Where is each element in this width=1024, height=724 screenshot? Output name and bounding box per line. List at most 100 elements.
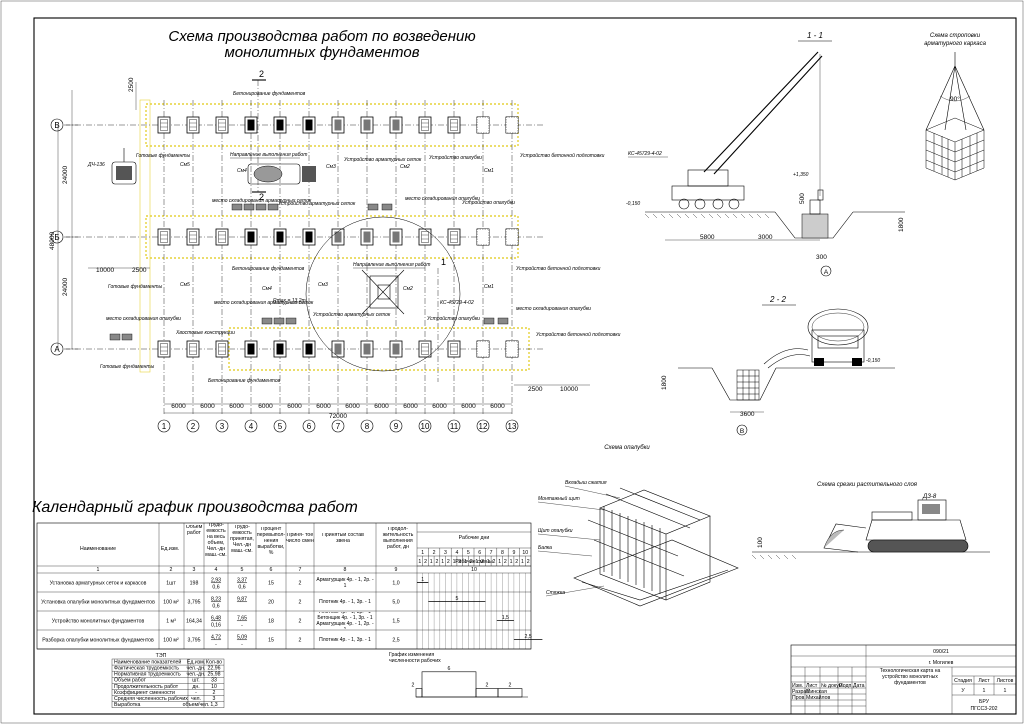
stamp-col-2: Лист	[806, 683, 818, 689]
gantt-bar-label: 1,5	[502, 615, 509, 621]
row-shifts: 2	[299, 600, 302, 606]
span-dim: 6000	[432, 403, 447, 410]
stamp-org2: ПГСС3-202	[970, 706, 997, 712]
sched-h-shifts: Приня- тое число смен	[286, 533, 314, 544]
sched-h-dur: Продол- жительность выполнения работ, дн	[382, 527, 414, 550]
row-dur: 5,0	[392, 600, 399, 606]
section11-dim-5800: 5800	[700, 234, 715, 241]
span-dim: 6000	[316, 403, 331, 410]
foundation	[447, 116, 461, 134]
label-ustr-setok-2: Устройство арматурных сеток	[278, 200, 356, 207]
tep-cell-unit: дн.	[192, 684, 199, 690]
shift-number: 1	[521, 559, 524, 565]
col-number: 9	[395, 567, 398, 573]
section-1-1: 1 - 1 КС-45729-4-02 +1,350 -0,150 5800 3…	[626, 31, 905, 277]
row-shifts: 2	[299, 619, 302, 625]
foundation	[389, 116, 403, 134]
foundation	[360, 340, 374, 358]
section22-lvl-neg: -0,150	[866, 358, 880, 364]
tep-cell-qty: 2	[213, 690, 216, 696]
sched-h-days: Рабочие дни	[459, 535, 490, 541]
col-number: 4	[215, 567, 218, 573]
tep-row: Выработка объем/чел.1,3	[114, 702, 218, 708]
dim-72000: 72000	[329, 413, 347, 420]
bulldozer-model: ДЗ-8	[922, 494, 937, 500]
tep-cell-name: Объем работ	[114, 678, 146, 684]
foundation	[215, 340, 229, 358]
crane-plan	[361, 269, 405, 315]
day-number: 10	[522, 550, 528, 556]
day-number: 3	[444, 550, 447, 556]
span-dim: 6000	[171, 403, 186, 410]
section11-dim-500: 500	[799, 193, 806, 204]
schedule-row: Установка опалубки монолитных фундаменто…	[41, 596, 486, 610]
col-number: 8	[344, 567, 347, 573]
tep-cell-name: Выработка	[114, 702, 140, 708]
tep-cell-qty: 1,3	[210, 702, 217, 708]
column-axis-label: 13	[508, 422, 517, 431]
foundation	[447, 340, 461, 358]
shift-number: 1	[430, 559, 433, 565]
tep-cell-name: Нормативная трудоемкость	[114, 672, 181, 678]
column-axis-label: 7	[336, 422, 341, 431]
label-sklad-opal-3: место складирования опалубки	[516, 306, 591, 312]
truck-label: ДЧ-136	[87, 162, 105, 168]
foundation-plan: Схема производства работ по возведению м…	[49, 28, 621, 433]
stamp-code: 090/21	[933, 649, 949, 655]
foundation	[244, 228, 258, 246]
workers-bar	[497, 688, 523, 698]
label-ustr-setok-1: Устройство арматурных сеток	[344, 156, 422, 163]
label-ustr-setok-3: Устройство арматурных сеток	[313, 311, 391, 318]
stamp-name-2: Михайлов	[806, 694, 831, 701]
sched-h-t1: Трудо- емкость на весь объем, Чел.-дн ма…	[205, 523, 227, 558]
row-t2b: -	[241, 623, 243, 629]
shift-number: 2	[481, 559, 484, 565]
stamp-col-1: Изм.	[792, 683, 803, 689]
span-dim: 6000	[490, 403, 505, 410]
row-dur: 1,5	[392, 619, 399, 625]
foundation	[447, 228, 461, 246]
day-number: 7	[490, 550, 493, 556]
shift-number: 1	[441, 559, 444, 565]
foundation	[157, 116, 171, 134]
column-axis-label: 9	[394, 422, 399, 431]
label-napr-2: Направление выполнения работ	[353, 262, 430, 268]
section22-dim-1800: 1800	[661, 375, 668, 390]
foundation	[273, 228, 287, 246]
col-number: 6	[270, 567, 273, 573]
label-gotovye-1: Готовые фундаменты	[136, 153, 191, 159]
bulldozer-scheme: Схема срезки растительного слоя ДЗ-8 100	[751, 482, 990, 560]
row-t1a: 4,72	[211, 635, 221, 641]
formwork-callout-5: Стяжка	[546, 590, 565, 596]
row-t1a: 6,48	[211, 616, 221, 622]
foundation	[302, 340, 316, 358]
stamp-sheets: 1	[1004, 688, 1007, 694]
tep-cell-qty: 33	[211, 678, 217, 684]
foundation	[418, 228, 432, 246]
formwork-callout-1: Вкладыш сжатия	[565, 480, 607, 486]
foundation	[389, 228, 403, 246]
foundation	[186, 340, 200, 358]
col-number: 7	[299, 567, 302, 573]
row-dur: 2,5	[392, 638, 399, 644]
mixer-truck-elevation	[807, 308, 869, 366]
bulldozer-title: Схема срезки растительного слоя	[817, 482, 918, 488]
stamp-role-1: Разраб.	[792, 689, 811, 695]
stamp-col-3: № докум.	[821, 683, 844, 689]
foundation	[157, 340, 171, 358]
day-number: 9	[512, 550, 515, 556]
section11-dim-3000: 3000	[758, 234, 773, 241]
row-shifts: 2	[299, 638, 302, 644]
shift-number: 1	[487, 559, 490, 565]
label-gotovye-3: Готовые фундаменты	[100, 364, 155, 370]
tep-cell-unit: объем/чел.	[183, 702, 210, 708]
shift-number: 2	[470, 559, 473, 565]
workers-bar-label: 2	[486, 683, 489, 689]
foundation	[215, 116, 229, 134]
row-vol: 198	[190, 581, 199, 587]
column-axis-label: 6	[307, 422, 312, 431]
plan-title-line2: монолитных фундаментов	[224, 44, 419, 61]
